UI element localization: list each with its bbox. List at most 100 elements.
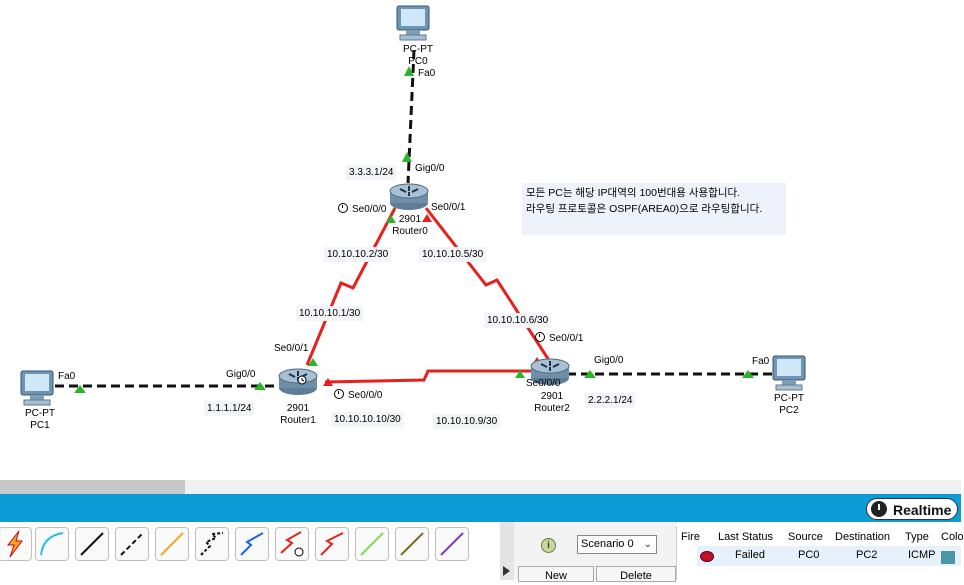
r1-se000-text: Se0/0/0 — [348, 390, 383, 401]
coaxial-cable-tool[interactable] — [235, 527, 269, 561]
col-header-color: Colo — [941, 531, 964, 543]
note-line-1: 모든 PC는 해당 IP대역의 100번대용 사용합니다. — [526, 187, 741, 199]
r1-to-r0-address: 10.10.10.1/30 — [296, 306, 364, 321]
r1-gig-label: Gig0/0 — [226, 369, 256, 380]
horizontal-scrollbar-thumb[interactable] — [0, 480, 185, 494]
link-router0-router1[interactable] — [305, 207, 397, 366]
crossover-cable-icon — [120, 532, 144, 556]
auto-connection-tool[interactable] — [0, 527, 32, 561]
auto-connection-icon — [6, 530, 23, 558]
straight-through-cable-icon — [80, 532, 104, 556]
horizontal-scrollbar[interactable] — [0, 480, 961, 494]
r1-se000-label: Se0/0/0 — [334, 389, 382, 402]
link-pc0-router0[interactable] — [406, 49, 416, 184]
delete-scenario-button[interactable]: Delete — [596, 566, 676, 582]
usb-cable-tool[interactable] — [435, 527, 469, 561]
cell-last-status: Failed — [735, 549, 765, 561]
mode-bar — [0, 494, 961, 522]
coaxial-cable-icon — [240, 532, 264, 556]
pc2-label: PC-PT PC2 — [769, 393, 809, 417]
r1-se001-label: Se0/0/1 — [274, 343, 309, 354]
octal-cable-icon — [360, 532, 384, 556]
phone-cable-icon — [200, 532, 224, 556]
router1-model: 2901 — [286, 403, 310, 414]
col-header-last-status: Last Status — [718, 531, 774, 543]
link-up-indicator — [742, 370, 754, 378]
pc0-icon[interactable] — [396, 5, 430, 41]
link-up-indicator — [323, 378, 333, 386]
link-up-indicator — [74, 385, 86, 393]
straight-through-cable-tool[interactable] — [75, 527, 109, 561]
r2-to-r0-address: 10.10.10.6/30 — [484, 313, 552, 328]
realtime-label: Realtime — [893, 502, 952, 518]
router1-name: Router1 — [280, 415, 316, 426]
r2-se001-label: Se0/0/1 — [535, 332, 583, 345]
table-row[interactable] — [697, 546, 961, 566]
router0-model: 2901 — [398, 214, 422, 225]
fire-indicator-icon[interactable] — [700, 551, 714, 562]
fiber-cable-tool[interactable] — [155, 527, 189, 561]
expand-arrow-icon[interactable] — [503, 566, 510, 576]
octal-cable-tool[interactable] — [355, 527, 389, 561]
cell-destination: PC2 — [856, 549, 878, 561]
cell-source: PC0 — [798, 549, 820, 561]
console-cable-icon — [40, 532, 64, 556]
realtime-mode-button[interactable]: Realtime — [866, 498, 958, 520]
link-up-indicator — [404, 66, 414, 76]
pc0-name: PC0 — [408, 56, 428, 67]
router2-model: 2901 — [540, 391, 564, 402]
r0-gig-label: Gig0/0 — [415, 163, 445, 174]
topology-note[interactable]: 모든 PC는 해당 IP대역의 100번대용 사용합니다. 라우팅 프로토콜은 … — [522, 183, 786, 235]
cell-type: ICMP — [908, 549, 936, 561]
router2-name: Router2 — [534, 403, 570, 414]
clock-icon — [338, 203, 348, 213]
clock-icon — [535, 332, 545, 342]
serial-dce-cable-icon — [280, 531, 304, 557]
iot-custom-cable-tool[interactable] — [395, 527, 429, 561]
link-up-indicator — [254, 382, 266, 390]
clock-icon — [334, 389, 344, 399]
panel-divider[interactable] — [500, 522, 514, 580]
r2-se000-label: Se0/0/0 — [526, 378, 561, 389]
col-header-source: Source — [788, 531, 823, 543]
pc1-fa0-label: Fa0 — [58, 371, 76, 382]
link-up-indicator — [386, 215, 396, 223]
r0-lan-address: 3.3.3.1/24 — [346, 165, 397, 180]
pc0-fa0-label: Fa0 — [418, 68, 436, 79]
pc2-fa0-label: Fa0 — [752, 356, 770, 367]
link-router1-router2[interactable] — [324, 369, 540, 384]
link-up-indicator — [584, 370, 596, 378]
router1-label: 2901 Router1 — [273, 403, 323, 427]
router0-name: Router0 — [392, 226, 428, 237]
topology-workspace[interactable]: PC-PT PC0 PC-PT PC1 PC-PT PC2 2901 Route… — [0, 0, 961, 480]
pc1-label: PC-PT PC1 — [20, 408, 60, 432]
pc0-label: PC-PT PC0 — [398, 44, 438, 67]
scenario-select[interactable]: Scenario 0 ⌄ — [577, 535, 657, 554]
link-up-indicator — [422, 214, 432, 222]
clock-icon — [297, 375, 307, 385]
col-header-fire: Fire — [681, 531, 700, 543]
link-up-indicator — [402, 152, 412, 162]
topology-links — [20, 5, 806, 406]
pc2-icon[interactable] — [772, 355, 806, 391]
info-icon[interactable]: i — [541, 538, 556, 553]
serial-dte-cable-icon — [320, 532, 344, 556]
serial-dce-cable-tool[interactable] — [275, 527, 309, 561]
pdu-color-swatch — [941, 551, 955, 564]
crossover-cable-tool[interactable] — [115, 527, 149, 561]
router2-icon[interactable] — [530, 358, 570, 385]
pc1-type: PC-PT — [25, 408, 55, 419]
serial-dte-cable-tool[interactable] — [315, 527, 349, 561]
r0-se001-label: Se0/0/1 — [431, 202, 466, 213]
console-cable-tool[interactable] — [35, 527, 69, 561]
router0-icon[interactable] — [389, 183, 429, 210]
pc0-type: PC-PT — [403, 44, 433, 55]
new-scenario-button[interactable]: New — [518, 566, 594, 582]
pc1-icon[interactable] — [20, 370, 54, 406]
r0-se000-text: Se0/0/0 — [352, 204, 387, 215]
r0-to-r2-address: 10.10.10.5/30 — [419, 247, 487, 262]
phone-cable-tool[interactable] — [195, 527, 229, 561]
scenario-selected-value: Scenario 0 — [581, 538, 634, 550]
r1-to-r2-address: 10.10.10.10/30 — [331, 412, 404, 427]
clock-icon — [871, 501, 887, 517]
